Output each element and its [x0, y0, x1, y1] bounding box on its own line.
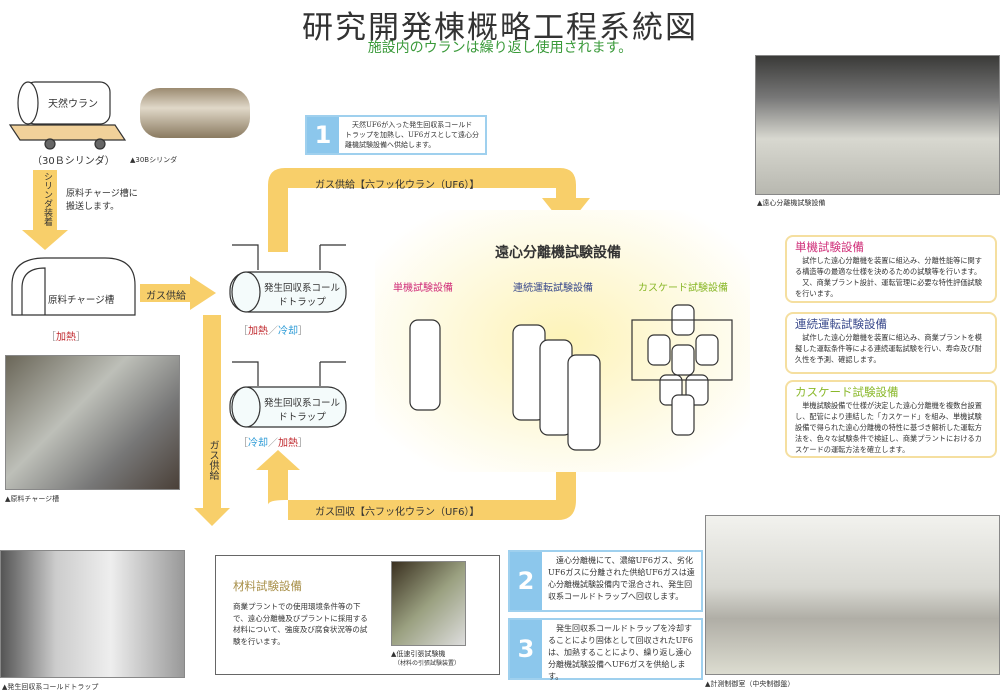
trap-photo-caption: ▲発生回収系コールドトラップ [2, 683, 99, 691]
gas-supply-vertical-label: ガス供給 [207, 440, 218, 480]
cylinder-arrow-note: 原料チャージ槽に搬送します。 [66, 189, 138, 212]
facility-photo [755, 55, 1000, 195]
material-photo-caption2: （材料の引張試験装置） [394, 660, 461, 667]
cylinder-label: 天然ウラン [48, 99, 98, 110]
desc-text: 又、商業プラント設計、運転管理に必要な特性評価試験を行います。 [795, 278, 982, 298]
step-text: 発生回収系コールドトラップを冷却することにより固体として回収されたUF6は、加熱… [548, 624, 693, 681]
trap-photo [0, 550, 185, 678]
trap1-modes: ［加熱／冷却］ [238, 326, 308, 337]
loop-bottom-label: ガス回収【六フッ化ウラン（UF6）】 [315, 507, 480, 518]
cylinder-drawing [8, 81, 127, 150]
desc-text: 単機試験設備で仕様が決定した遠心分離機を複数台設置し、配管により連結した「カスケ… [795, 401, 982, 454]
charge-tank-heat: ［加熱］ [46, 328, 86, 343]
step-text: 遠心分離機にて、濃縮UF6ガス、劣化UF6ガスに分離された供給UF6ガスは遠心分… [548, 556, 695, 601]
control-room-photo [705, 515, 1000, 675]
step-text: 天然UF6が入った発生回収系コールドトラップを加熱し、UF6ガスとして遠心分離機… [345, 121, 479, 149]
cylinder-arrow-label: シリンダ装着 [42, 172, 52, 226]
loop-top-label: ガス供給【六フッ化ウラン（UF6）】 [315, 180, 480, 191]
step-number: 3 [510, 620, 542, 678]
page-title: 研究開発棟概略工程系統図 [302, 10, 698, 46]
facility-photo-caption: ▲遠心分離機試験設備 [757, 199, 826, 207]
sep: ／ [268, 438, 278, 449]
down-arrow-head [22, 230, 68, 250]
desc-text: 試作した遠心分離機を装置に組込み、商業プラントを模擬した運転条件等による連続運転… [795, 333, 982, 364]
charge-tank-photo-caption: ▲原料チャージ槽 [5, 495, 60, 503]
unit-cascade: カスケード試験設備 [638, 283, 728, 294]
material-box: 材料試験設備 商業プラントでの使用環境条件等の下で、遠心分離機及びプラントに採用… [215, 555, 500, 675]
cylinder-photo [140, 88, 250, 138]
material-photo-caption: ▲低速引張試験機 [391, 650, 446, 658]
cylinder-caption: （30Ｂシリンダ） [32, 156, 115, 167]
step-number: 1 [307, 117, 339, 153]
desc-text: 試作した遠心分離機を装置に組込み、分離性能等に関する構造等の最適な仕様を決めるた… [795, 256, 982, 276]
desc-title: 単機試験設備 [795, 240, 864, 254]
mode-cool: 冷却 [248, 438, 268, 449]
desc-title: 連続運転試験設備 [795, 317, 887, 331]
heat-label: 加熱 [56, 332, 76, 343]
trap2-label: 発生回収系コールドトラップ [263, 398, 340, 423]
desc-continuous: 連続運転試験設備試作した遠心分離機を装置に組込み、商業プラントを模擬した運転条件… [785, 312, 997, 374]
charge-tank-drawing [11, 257, 136, 316]
bracket: ］ [76, 332, 86, 343]
material-title: 材料試験設備 [233, 579, 302, 593]
desc-single: 単機試験設備試作した遠心分離機を装置に組込み、分離性能等に関する構造等の最適な仕… [785, 235, 997, 303]
bracket: ［ [46, 332, 56, 343]
charge-tank-label: 原料チャージ槽 [48, 295, 115, 306]
step-number: 2 [510, 552, 542, 610]
gas-supply-label: ガス供給 [146, 291, 186, 302]
mode-heat: 加熱 [278, 438, 298, 449]
trap-drawings [229, 244, 347, 428]
sep: ／ [268, 326, 278, 337]
cylinder-photo-caption: ▲30Bシリンダ [130, 156, 178, 164]
centrifuge-drawings [409, 304, 733, 451]
mode-cool: 冷却 [278, 326, 298, 337]
material-photo [391, 561, 466, 646]
trap1-label: 発生回収系コールドトラップ [263, 283, 340, 308]
material-text: 商業プラントでの使用環境条件等の下で、遠心分離機及びプラントに採用する材料につい… [233, 602, 368, 646]
trap2-modes: ［冷却／加熱］ [238, 438, 308, 449]
facility-title: 遠心分離機試験設備 [495, 245, 621, 261]
desc-cascade: カスケード試験設備単機試験設備で仕様が決定した遠心分離機を複数台設置し、配管によ… [785, 380, 997, 458]
control-room-caption: ▲計測制御室（中央制御盤） [705, 680, 795, 688]
charge-tank-photo [5, 355, 180, 490]
desc-title: カスケード試験設備 [795, 385, 899, 399]
mode-heat: 加熱 [248, 326, 268, 337]
unit-single: 単機試験設備 [393, 283, 453, 294]
page-subtitle: 施設内のウランは繰り返し使用されます。 [367, 40, 633, 56]
unit-continuous: 連続運転試験設備 [513, 283, 593, 294]
